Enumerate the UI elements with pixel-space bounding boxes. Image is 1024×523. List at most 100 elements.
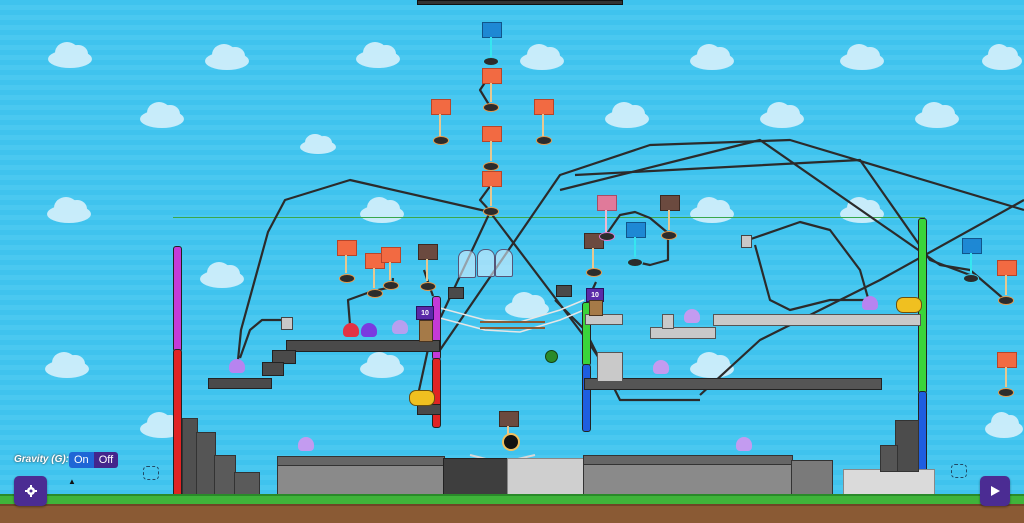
right-stone-tower bbox=[895, 420, 919, 472]
ghost-character[interactable] bbox=[684, 309, 700, 323]
screen-sign-icon[interactable] bbox=[660, 195, 680, 211]
gravity-on-button[interactable]: On bbox=[69, 452, 94, 468]
sign-pole bbox=[542, 114, 544, 136]
sign-pole bbox=[389, 262, 391, 280]
swirl-sign-icon[interactable] bbox=[381, 247, 401, 263]
yellow-cannon[interactable] bbox=[896, 297, 922, 313]
bottom-left-wall-cap bbox=[277, 456, 445, 466]
cloud bbox=[690, 351, 734, 378]
wire-node[interactable] bbox=[599, 232, 615, 241]
cloud bbox=[45, 351, 89, 378]
settings-button[interactable] bbox=[14, 476, 47, 506]
sun-sign-icon[interactable] bbox=[997, 260, 1017, 276]
bottom-right-step bbox=[791, 460, 833, 496]
cursor-icon: ▲ bbox=[68, 477, 76, 486]
screen-sign-icon[interactable] bbox=[418, 244, 438, 260]
ghost-character[interactable] bbox=[298, 437, 314, 451]
wire-node[interactable] bbox=[536, 136, 552, 145]
battery-sign-icon[interactable] bbox=[482, 68, 502, 84]
ghost-character[interactable] bbox=[862, 296, 878, 310]
sign-pole bbox=[490, 37, 492, 57]
link-sign-icon[interactable] bbox=[337, 240, 357, 256]
small-post bbox=[662, 314, 674, 329]
grass-ground bbox=[0, 494, 1024, 506]
top-platform-edge bbox=[417, 0, 623, 5]
gravity-label: Gravity (G): bbox=[14, 454, 70, 465]
left-stone-stairs bbox=[234, 472, 260, 496]
purple-blob-character[interactable] bbox=[361, 323, 377, 337]
sign-pole bbox=[490, 83, 492, 102]
wire-node[interactable] bbox=[998, 296, 1014, 305]
stair-step bbox=[262, 362, 284, 376]
corner-sign-icon[interactable] bbox=[499, 411, 519, 427]
battery-sign-icon[interactable] bbox=[534, 99, 554, 115]
sign-pole bbox=[1005, 275, 1007, 295]
wire-node[interactable] bbox=[661, 231, 677, 240]
cloud bbox=[356, 41, 400, 68]
ghost-character[interactable] bbox=[653, 360, 669, 374]
ghost-character[interactable] bbox=[736, 437, 752, 451]
cloud bbox=[505, 291, 549, 318]
glass-dome-robot bbox=[458, 250, 476, 278]
left-stone-stairs bbox=[214, 455, 236, 496]
sign-pole bbox=[592, 248, 594, 268]
right-light-block bbox=[843, 469, 935, 496]
left-stone-stairs bbox=[196, 432, 216, 496]
wire-node[interactable] bbox=[420, 282, 436, 291]
folder-sign-icon[interactable] bbox=[997, 352, 1017, 368]
right-long-rail bbox=[584, 378, 882, 390]
folder-sign-icon[interactable] bbox=[482, 126, 502, 142]
wire-node[interactable] bbox=[483, 103, 499, 112]
glass-dome-robot bbox=[477, 249, 495, 277]
gravity-off-button[interactable]: Off bbox=[93, 452, 119, 468]
wire-node[interactable] bbox=[367, 289, 383, 298]
flower-sign-icon[interactable] bbox=[597, 195, 617, 211]
glass-dome-robot bbox=[495, 249, 513, 277]
upper-left-platform bbox=[286, 340, 440, 352]
right-mid-ledge bbox=[650, 327, 716, 339]
player-character[interactable] bbox=[502, 433, 520, 451]
heart-sign-icon[interactable] bbox=[626, 222, 646, 238]
cloud bbox=[360, 351, 404, 378]
gravity-toggle[interactable]: On Off bbox=[69, 452, 119, 468]
red-blob-character[interactable] bbox=[343, 323, 359, 337]
dirt-ground bbox=[0, 504, 1024, 523]
yellow-cannon[interactable] bbox=[409, 390, 435, 406]
wire-node[interactable] bbox=[483, 162, 499, 171]
cloud bbox=[48, 41, 92, 68]
elephant-sign-icon[interactable] bbox=[482, 22, 502, 38]
diamond-outline-icon bbox=[143, 466, 159, 480]
wire-node[interactable] bbox=[627, 258, 643, 267]
counter-box-left: 10 bbox=[416, 306, 434, 320]
switch-box[interactable] bbox=[281, 317, 293, 330]
wire-node[interactable] bbox=[483, 57, 499, 66]
sign-pole bbox=[426, 259, 428, 281]
cloud bbox=[300, 133, 336, 154]
cloud bbox=[605, 101, 649, 128]
battery-sign-icon[interactable] bbox=[431, 99, 451, 115]
wire-node[interactable] bbox=[433, 136, 449, 145]
ghost-character[interactable] bbox=[229, 359, 245, 373]
wire-node[interactable] bbox=[383, 281, 399, 290]
switch-box[interactable] bbox=[741, 235, 752, 248]
cloud bbox=[690, 43, 734, 70]
checker-sign-icon[interactable] bbox=[962, 238, 982, 254]
wire-node[interactable] bbox=[998, 388, 1014, 397]
wire-node[interactable] bbox=[483, 207, 499, 216]
launcher-box[interactable] bbox=[556, 285, 572, 297]
ghost-character[interactable] bbox=[392, 320, 408, 334]
play-button[interactable] bbox=[980, 476, 1010, 506]
wooden-crate bbox=[589, 300, 603, 316]
folder-sign-icon[interactable] bbox=[482, 171, 502, 187]
blue-pillar-right bbox=[918, 391, 927, 473]
wire-node[interactable] bbox=[339, 274, 355, 283]
cloud bbox=[140, 101, 184, 128]
diamond-outline-icon bbox=[951, 464, 967, 478]
green-bomb[interactable] bbox=[545, 350, 558, 363]
sign-pole bbox=[970, 253, 972, 273]
wire-node[interactable] bbox=[586, 268, 602, 277]
sign-pole bbox=[668, 210, 670, 230]
wire-node[interactable] bbox=[963, 274, 979, 283]
sign-pole bbox=[605, 210, 607, 232]
launcher-box[interactable] bbox=[448, 287, 464, 299]
